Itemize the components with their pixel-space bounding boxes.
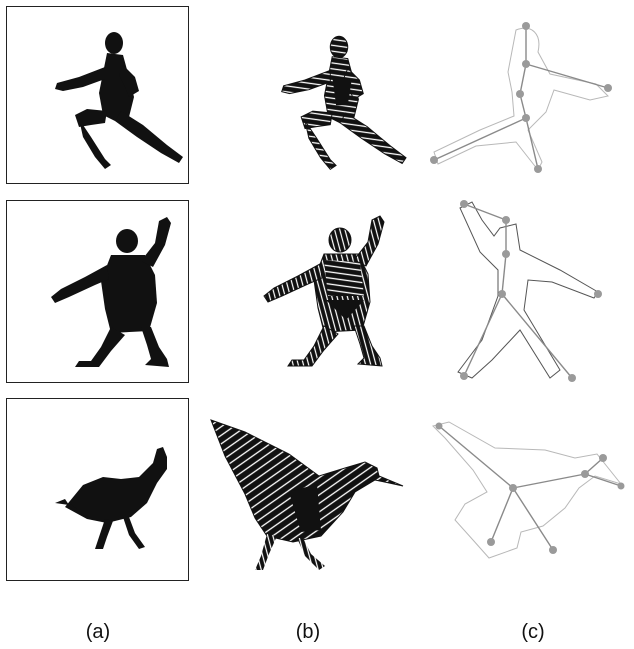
dancer-silhouette <box>7 7 187 182</box>
skeleton-lines <box>439 426 621 550</box>
bird-silhouette <box>7 399 187 579</box>
joint-markers <box>436 423 625 555</box>
column-label-b: (b) <box>278 621 338 644</box>
man-hatched <box>220 200 400 380</box>
panel-c-row3 <box>425 408 625 568</box>
panel-a-row1 <box>6 6 189 184</box>
panel-b-row2 <box>220 200 400 380</box>
panel-b-row1 <box>230 12 415 182</box>
joint-markers <box>460 200 602 382</box>
man-silhouette <box>7 201 187 381</box>
bird-hatched <box>205 410 410 580</box>
panel-a-row2 <box>6 200 189 383</box>
bird-skeleton <box>425 408 625 568</box>
panel-a-row3 <box>6 398 189 581</box>
column-label-a: (a) <box>68 621 128 644</box>
skeleton-lines <box>464 204 572 378</box>
dancer-skeleton <box>420 12 620 182</box>
panel-c-row2 <box>420 190 620 385</box>
panel-c-row1 <box>420 12 620 182</box>
man-skeleton <box>420 190 620 385</box>
joint-markers <box>430 22 612 173</box>
column-label-c: (c) <box>503 621 563 644</box>
panel-b-row3 <box>205 410 410 580</box>
dancer-hatched <box>230 12 415 182</box>
